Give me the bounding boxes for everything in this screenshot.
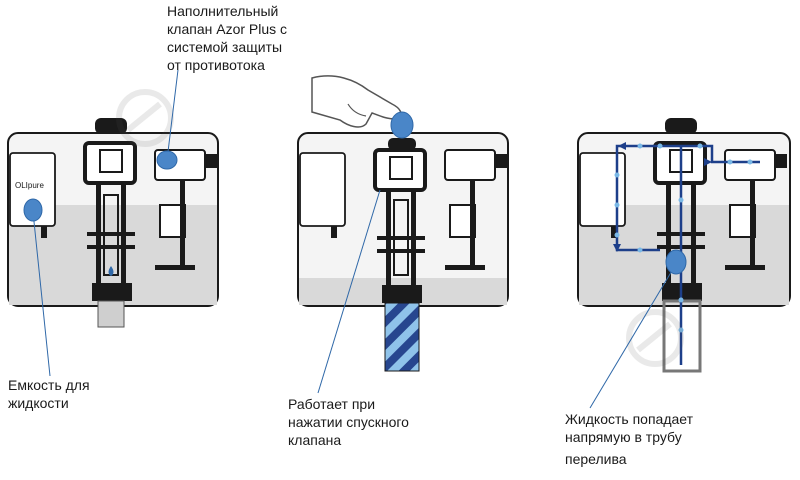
- label-line: клапана: [288, 432, 342, 448]
- label-line: Емкость для: [8, 377, 90, 393]
- flush-valve: [83, 118, 137, 328]
- label-line: перелива: [565, 451, 627, 467]
- arrow-icon: [613, 244, 621, 252]
- label-flush-trigger: Работает при нажатии спускного клапана: [288, 395, 409, 449]
- marker-dots: [23, 111, 687, 275]
- arrow-icon: [704, 158, 712, 166]
- label-line: системой защиты: [167, 39, 283, 55]
- label-fill-valve: Наполнительный клапан Azor Plus с систем…: [167, 2, 287, 74]
- label-overflow: Жидкость попадает напрямую в трубу перел…: [565, 410, 693, 468]
- label-line: Наполнительный: [167, 3, 279, 19]
- label-line: жидкости: [8, 395, 69, 411]
- fill-valve: [724, 149, 787, 270]
- label-line: напрямую в трубу: [565, 429, 682, 445]
- label-line: Работает при: [288, 396, 376, 412]
- label-line: Жидкость попадает: [565, 411, 694, 427]
- flow-dots: [614, 143, 753, 333]
- leader-lines: [32, 69, 677, 409]
- brand-text: OLIpure: [15, 181, 44, 190]
- label-line: от противотока: [167, 57, 265, 73]
- tank-panel-1: OLIpure: [7, 118, 219, 328]
- fill-valve: [444, 149, 507, 270]
- label-line: клапан Azor Plus с: [167, 21, 288, 37]
- label-line: нажатии спускного: [288, 414, 409, 430]
- label-reservoir: Емкость для жидкости: [8, 376, 90, 412]
- drop-icon: [108, 266, 114, 276]
- watermark-logo-icon: [116, 89, 684, 367]
- tank-panel-2: [297, 132, 509, 372]
- arrow-icon: [618, 142, 626, 150]
- tank-panel-3: [577, 118, 791, 373]
- hand-icon: [311, 75, 402, 128]
- outflow-stripes: [384, 302, 420, 372]
- reservoir-box: [9, 152, 56, 227]
- flush-valve-open: [373, 138, 427, 303]
